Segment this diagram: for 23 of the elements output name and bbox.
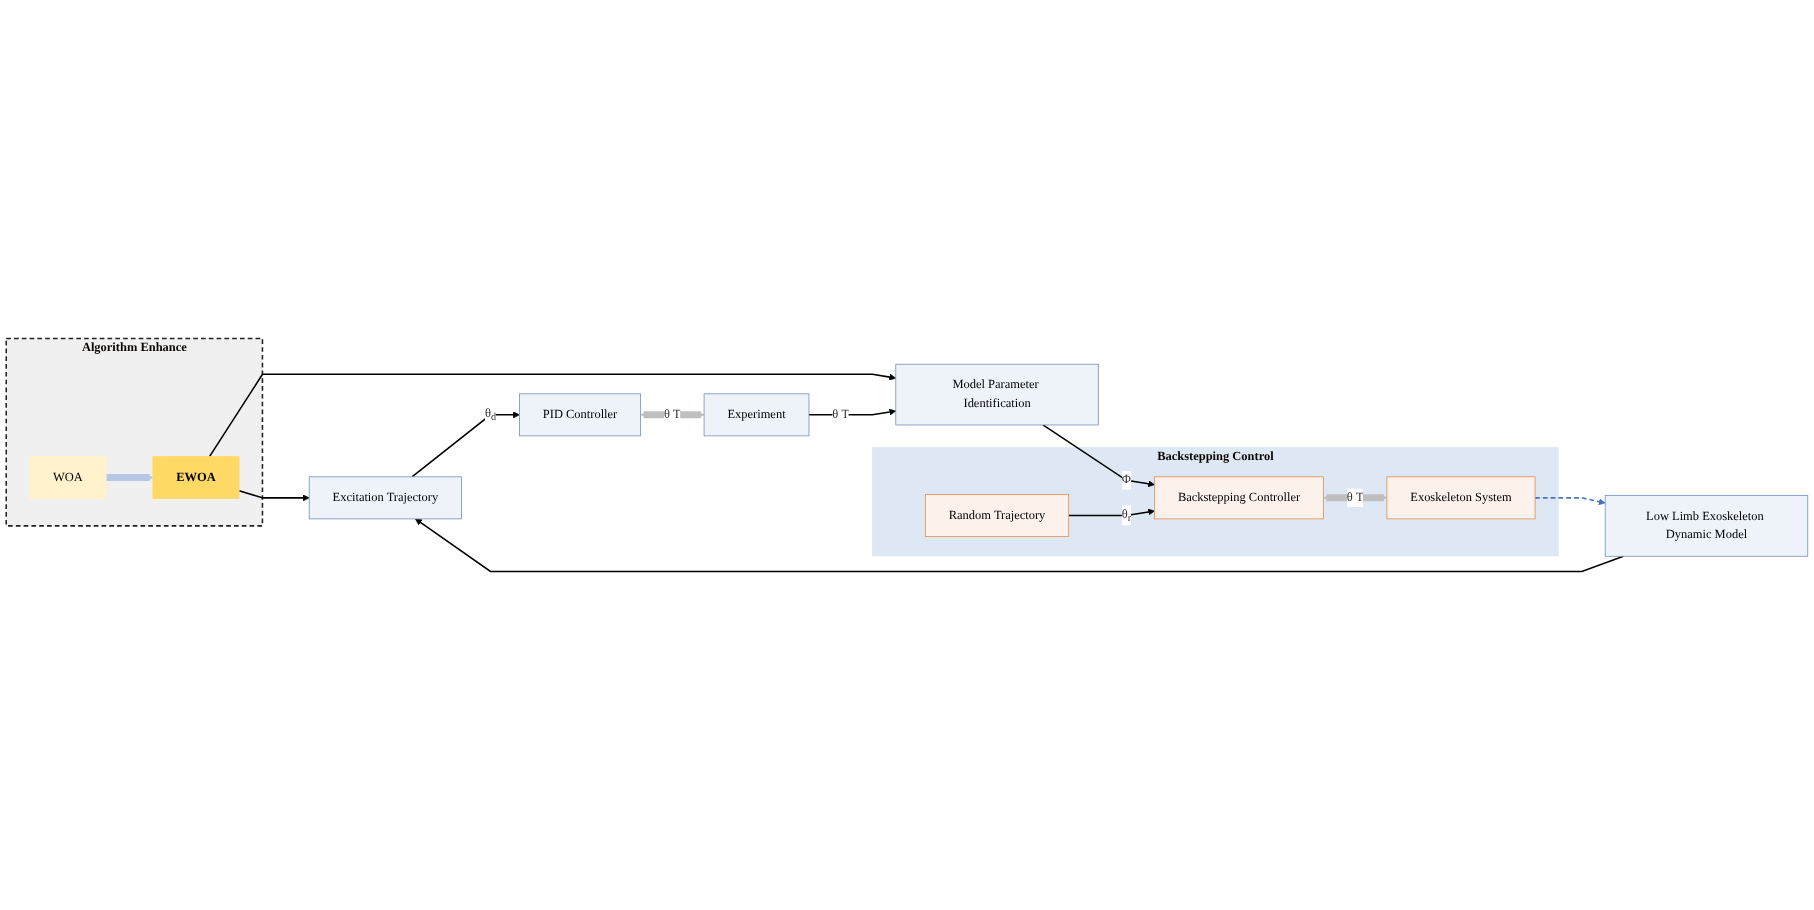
node-box <box>895 363 1099 426</box>
node-box <box>1604 495 1809 557</box>
node-box <box>29 456 107 499</box>
node-box <box>1154 476 1324 520</box>
arrow <box>1067 508 1155 517</box>
arrow <box>106 474 154 482</box>
node-box <box>519 393 641 437</box>
arrow <box>411 411 520 478</box>
cluster <box>872 447 1559 557</box>
arrow <box>640 411 705 419</box>
arrow <box>1042 424 1155 488</box>
node-box <box>925 494 1070 537</box>
node-box <box>152 456 240 499</box>
arrow <box>415 518 1625 573</box>
arrow <box>808 408 897 416</box>
arrow <box>238 489 310 502</box>
node-box <box>308 476 462 520</box>
arrow <box>208 373 897 458</box>
arrow <box>1323 494 1388 502</box>
node-box <box>703 393 810 437</box>
node-box <box>1386 476 1536 520</box>
arrow <box>1534 497 1606 506</box>
cluster <box>5 337 264 527</box>
